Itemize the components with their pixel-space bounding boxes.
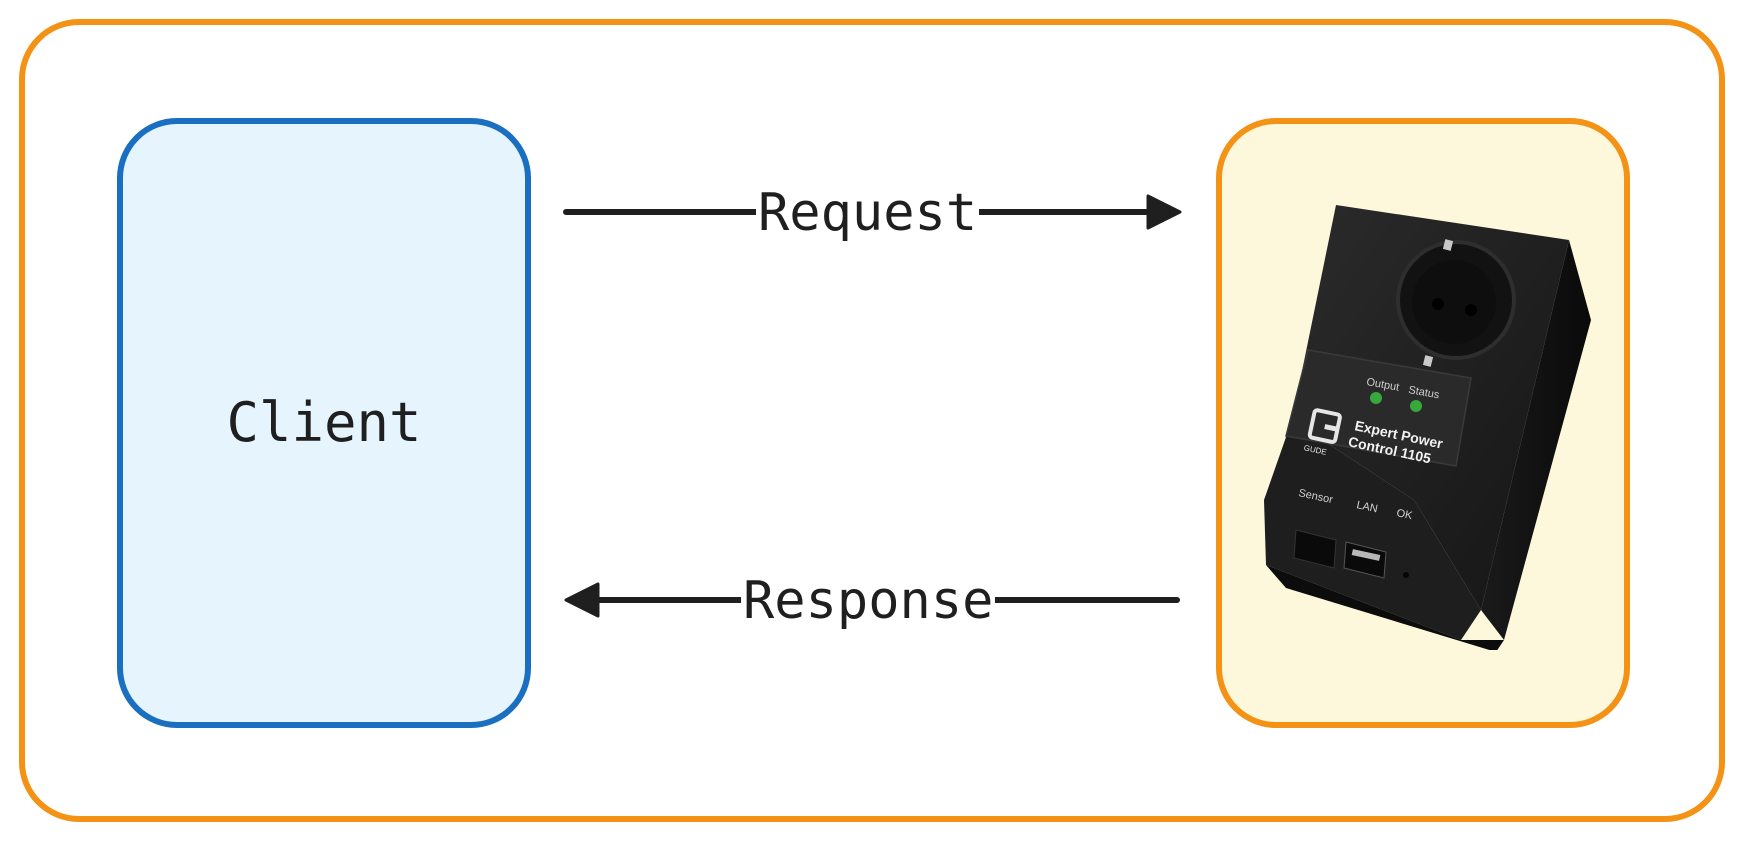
socket-earth-clip-bottom [1422,355,1434,367]
client-node [117,118,531,728]
power-control-device-image: Output Status GUDE Expert Power Control … [1264,205,1591,650]
lan-port-contacts [1351,549,1381,561]
output-led-label: Output [1365,376,1400,394]
device-label-panel [1285,349,1472,467]
socket-earth-clip-top [1442,239,1454,251]
reset-hole [1403,572,1409,578]
device-bottom [1266,565,1504,650]
device-front-lower [1264,420,1481,640]
sensor-port [1293,529,1337,569]
ok-port-label: OK [1395,507,1414,522]
response-label: Response [741,570,996,632]
socket-pin-hole-right [1465,304,1477,316]
device-side [1481,240,1591,640]
status-led [1410,400,1422,412]
output-led [1370,392,1382,404]
socket-recess [1412,260,1496,344]
client-label: Client [226,391,422,454]
socket-pin-hole-left [1432,298,1444,310]
outer-frame [19,19,1725,822]
status-led-label: Status [1407,384,1440,401]
lan-port-label: LAN [1355,499,1378,515]
request-label: Request [756,182,980,244]
model-text: Expert Power Control 1105 [1347,417,1448,469]
